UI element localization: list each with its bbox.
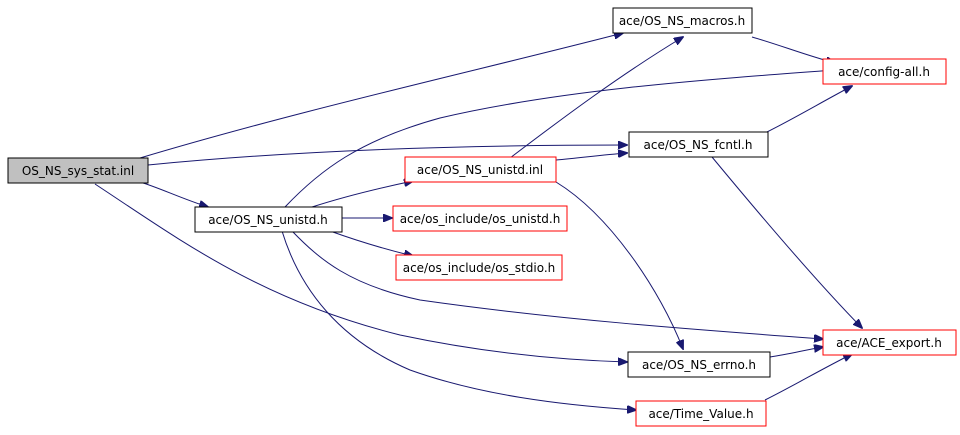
node-box-ace-export-h: [822, 329, 957, 356]
edges-layer: [94, 33, 862, 410]
node-label-config-all-h: ace/config-all.h: [838, 65, 930, 79]
node-ace-export-h[interactable]: ace/ACE_export.h: [822, 329, 957, 356]
node-time-value-h[interactable]: ace/Time_Value.h: [635, 400, 767, 427]
edge-sys-stat-to-fcntl: [147, 145, 627, 166]
node-label-os-ns-sys-stat-inl: OS_NS_sys_stat.inl: [22, 164, 134, 178]
edge-unistd-h-to-config: [284, 70, 835, 208]
edge-sys-stat-to-errno: [94, 183, 627, 362]
node-os-ns-macros-h[interactable]: ace/OS_NS_macros.h: [612, 7, 753, 34]
node-label-os-ns-errno-h: ace/OS_NS_errno.h: [642, 358, 756, 372]
node-label-ace-export-h: ace/ACE_export.h: [836, 336, 942, 350]
node-box-os-ns-unistd-inl: [404, 156, 557, 183]
nodes-layer: OS_NS_sys_stat.inl ace/OS_NS_macros.h ac…: [7, 7, 957, 427]
node-box-os-unistd-h: [392, 205, 568, 232]
edge-unistd-inl-to-errno: [555, 181, 683, 349]
node-label-os-ns-unistd-h: ace/OS_NS_unistd.h: [208, 213, 328, 227]
node-box-os-ns-errno-h: [627, 351, 771, 378]
node-box-os-ns-macros-h: [612, 7, 753, 34]
edge-fcntl-to-export: [711, 156, 862, 328]
node-os-ns-fcntl-h[interactable]: ace/OS_NS_fcntl.h: [628, 131, 769, 158]
node-os-stdio-h[interactable]: ace/os_include/os_stdio.h: [395, 254, 563, 281]
node-config-all-h[interactable]: ace/config-all.h: [822, 58, 947, 85]
node-box-os-ns-fcntl-h: [628, 131, 769, 158]
edge-unistd-inl-to-macros: [509, 37, 683, 159]
edge-fcntl-to-config: [764, 86, 852, 134]
node-os-ns-errno-h[interactable]: ace/OS_NS_errno.h: [627, 351, 771, 378]
node-label-os-unistd-h: ace/os_include/os_unistd.h: [400, 212, 561, 226]
node-box-os-ns-unistd-h: [194, 206, 343, 233]
edge-unistd-h-to-export: [291, 230, 823, 339]
edge-time-value-to-export: [764, 354, 852, 401]
node-label-os-ns-unistd-inl: ace/OS_NS_unistd.inl: [417, 163, 543, 177]
node-label-time-value-h: ace/Time_Value.h: [648, 407, 753, 421]
edge-unistd-h-to-time-value: [281, 230, 636, 410]
node-label-os-stdio-h: ace/os_include/os_stdio.h: [403, 261, 556, 275]
edge-unistd-inl-to-fcntl: [555, 153, 627, 161]
node-os-unistd-h[interactable]: ace/os_include/os_unistd.h: [392, 205, 568, 232]
node-box-os-ns-sys-stat-inl: [7, 157, 149, 184]
node-os-ns-unistd-inl[interactable]: ace/OS_NS_unistd.inl: [404, 156, 557, 183]
edge-unistd-h-to-os-stdio: [329, 230, 413, 256]
node-box-os-stdio-h: [395, 254, 563, 281]
edge-sys-stat-to-macros: [139, 33, 623, 159]
node-label-os-ns-macros-h: ace/OS_NS_macros.h: [619, 14, 745, 28]
edge-errno-to-export: [769, 347, 823, 358]
edge-sys-stat-to-unistd-h: [139, 181, 208, 207]
node-box-config-all-h: [822, 58, 947, 85]
node-box-time-value-h: [635, 400, 767, 427]
node-os-ns-sys-stat-inl[interactable]: OS_NS_sys_stat.inl: [7, 157, 149, 184]
node-label-os-ns-fcntl-h: ace/OS_NS_fcntl.h: [644, 138, 753, 152]
node-os-ns-unistd-h[interactable]: ace/OS_NS_unistd.h: [194, 206, 343, 233]
edge-unistd-h-to-unistd-inl: [311, 181, 413, 208]
